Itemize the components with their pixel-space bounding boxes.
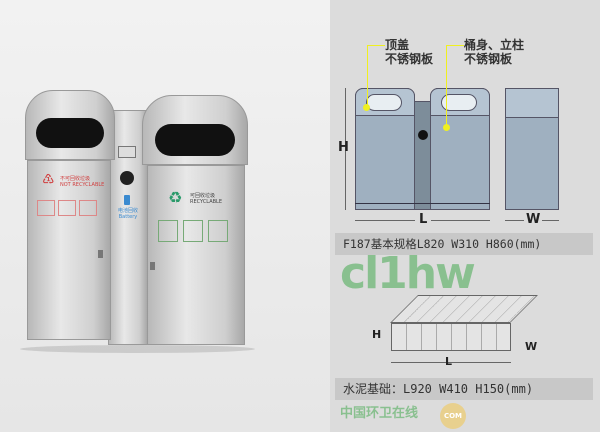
diagram-right-opening [441,94,477,111]
callout-lid-line1: 顶盖 [385,38,410,52]
battery-hole [120,171,134,185]
diagram-pillar [414,101,431,210]
callout-lid-line [367,45,385,108]
cigarette-slot [118,146,136,158]
battery-icon [124,195,130,205]
base-front [391,323,511,351]
right-bin-opening [155,124,235,156]
left-bin-opening [36,118,104,148]
diagram-left-opening [366,94,402,111]
base-dim-w: W [525,340,538,353]
base-dim-l: L [445,355,453,368]
right-label-cn: 可回收垃圾 [190,193,216,199]
callout-body-line1: 桶身、立柱 [464,38,525,52]
base-spec-text: 水泥基础：L920 W410 H150(mm) [335,378,593,400]
spec-text: F187基本规格L820 W310 H860(mm) [335,233,593,255]
watermark-com: COM [440,403,466,429]
watermark-cn: 中国环卫在线 [340,406,419,421]
spec-panel [330,0,600,432]
base-dim-l-line [391,362,511,363]
left-label-en: NOT RECYCLABLE [60,182,105,188]
right-label-en: RECYCLABLE [190,199,223,205]
recyclable-pictograms [158,220,228,242]
base-dim-h: H [372,328,382,341]
callout-body-line2: 不锈钢板 [464,52,513,66]
nonrecyclable-pictograms [37,200,97,216]
diagram-base-line [355,203,490,204]
floor-shadow [20,345,255,353]
callout-lid-line2: 不锈钢板 [385,52,434,66]
callout-body-dot [443,124,450,131]
nonrecyclable-icon: ♳ [42,172,55,188]
dim-h-line [345,88,346,210]
battery-label-cn: 电池回收 [117,208,138,214]
dim-h-label: H [338,140,349,155]
dim-w-label: W [524,212,543,227]
left-lock [98,250,103,258]
watermark-logo: cl1hw [340,248,476,299]
product-photo: 电池回收 Battery ♳ 不可回收垃圾 NOT RECYCLABLE ♻ 可… [0,0,330,432]
right-bin-door [147,165,245,345]
recycle-icon: ♻ [168,188,183,207]
battery-label-en: Battery [118,214,138,220]
dim-l-label: L [415,212,432,227]
callout-body-line [446,45,464,127]
callout-lid-dot [363,104,370,111]
diagram-side-lid [505,88,559,118]
left-label-cn: 不可回收垃圾 [60,176,91,182]
diagram-hole [418,130,428,140]
right-lock [150,262,155,270]
left-bin-door [27,160,111,340]
